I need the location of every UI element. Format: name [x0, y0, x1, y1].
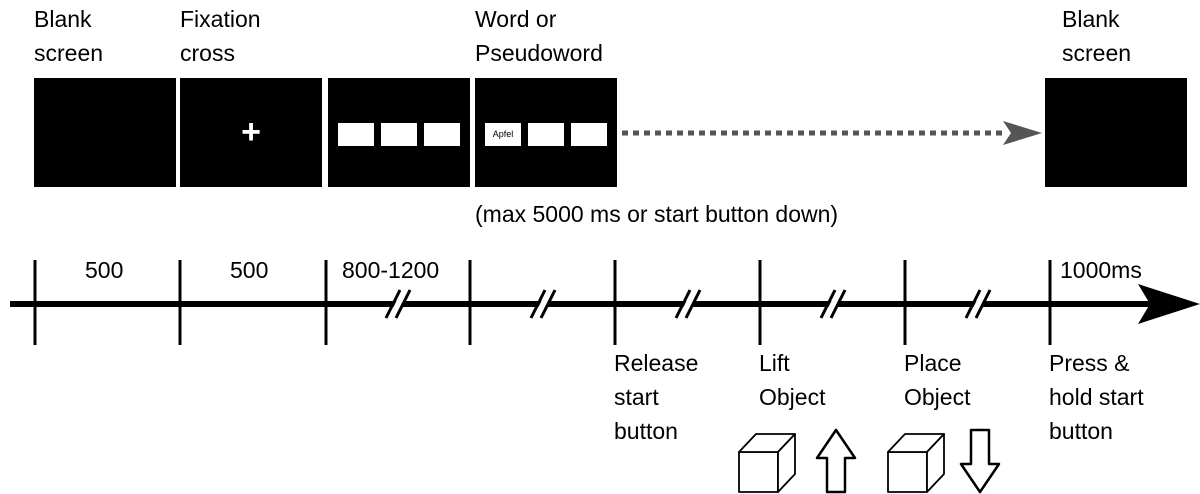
word-stimulus: Apfel [492, 129, 514, 139]
blank-screen-2 [1045, 78, 1187, 187]
arrow-down-icon [959, 428, 1001, 494]
fixation-cross-label: Fixation cross [180, 6, 261, 66]
axis-break [964, 289, 992, 319]
duration-fixation: 500 [230, 257, 269, 283]
event-release-label: Release start button [614, 350, 699, 444]
mask-placeholder [424, 123, 460, 146]
axis-break [819, 289, 847, 319]
event-place-label: Place Object [904, 350, 971, 410]
mask-placeholder [338, 123, 374, 146]
axis-breaks [384, 289, 992, 319]
duration-mask: 800-1200 [342, 257, 440, 283]
word-duration-note: (max 5000 ms or start button down) [475, 201, 839, 227]
fixation-screen: + [180, 78, 322, 187]
duration-blank-2: 1000ms [1060, 257, 1142, 283]
mask-placeholder [528, 123, 564, 146]
mask-placeholder [381, 123, 417, 146]
axis-break [384, 289, 412, 319]
word-pseudoword-label: Word or Pseudoword [475, 6, 603, 66]
word-stimulus-box: Apfel [485, 123, 521, 146]
fixation-cross-symbol: + [241, 113, 261, 151]
dotted-arrow-head [1003, 121, 1042, 145]
blank-screen-label-2: Blank screen [1062, 6, 1132, 66]
blank-screen-1 [34, 78, 176, 187]
timeline-arrow-head [1138, 284, 1200, 324]
event-lift-label: Lift Object [759, 350, 826, 410]
cube-icon [887, 433, 945, 493]
blank-screen-label-1: Blank screen [34, 6, 104, 66]
mask-placeholder [571, 123, 607, 146]
axis-break [674, 289, 702, 319]
mask-screen [328, 78, 470, 187]
word-screen: Apfel [475, 78, 617, 187]
event-press-label: Press & hold start button [1049, 350, 1144, 444]
axis-break [529, 289, 557, 319]
cube-icon [738, 433, 796, 493]
duration-blank-1: 500 [85, 257, 124, 283]
arrow-up-icon [815, 428, 857, 494]
